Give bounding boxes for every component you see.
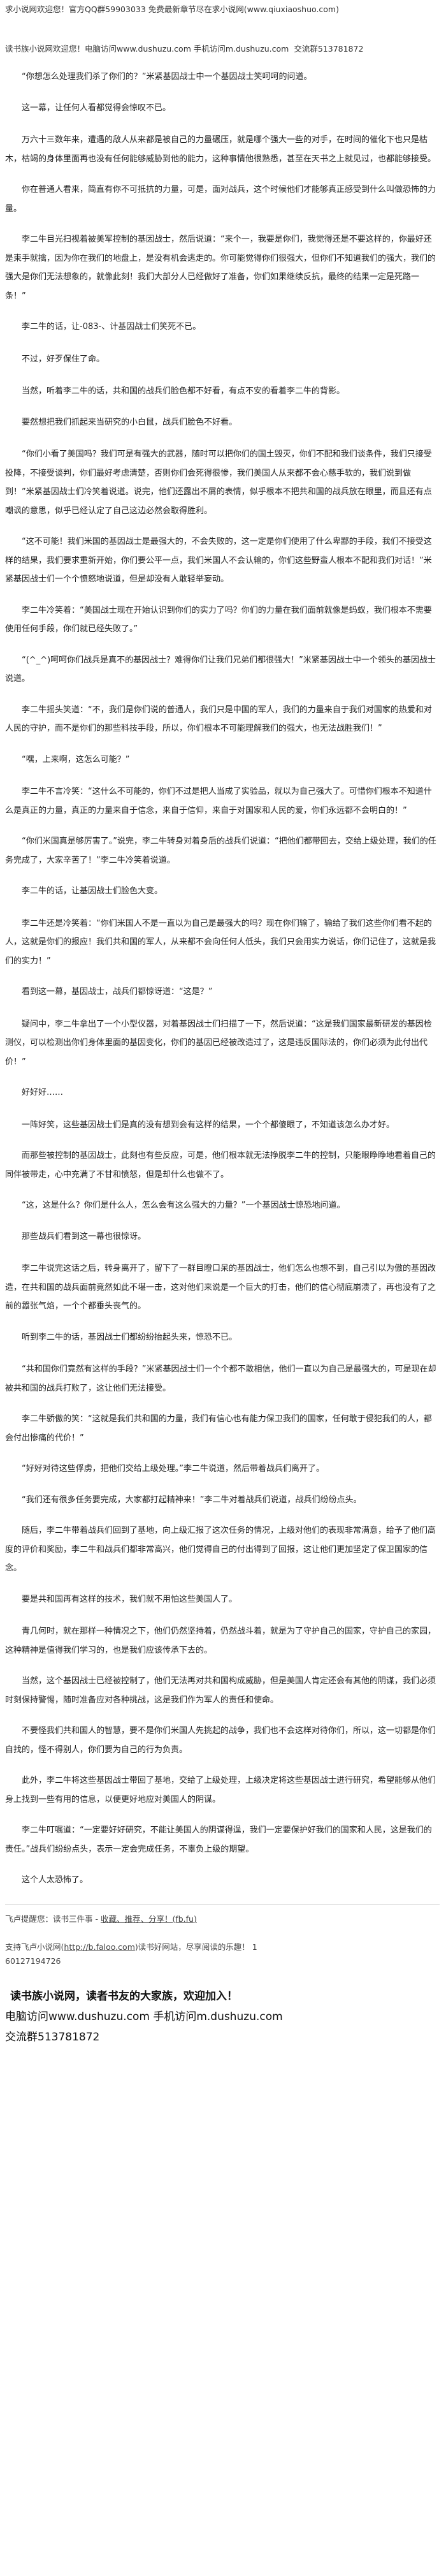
support-suffix: )读书好网站，尽享阅读的乐趣！ 1 <box>134 1942 257 1952</box>
paragraph: 疑问中，李二牛拿出了一个小型仪器，对着基因战士们扫描了一下，然后说道：“这是我们… <box>5 1019 432 1067</box>
paragraph: “我们还有很多任务要完成，大家都打起精神来！”李二牛对着战兵们说道，战兵们纷纷点… <box>22 1495 362 1505</box>
paragraph: 李二牛骄傲的笑：“这就是我们共和国的力量，我们有信心也有能力保卫我们的国家，任何… <box>5 1414 432 1443</box>
paragraph: 李二牛目光扫视着被美军控制的基因战士，然后说道：“来个一，我要是你们，我觉得还是… <box>5 235 436 301</box>
mobile-url-link[interactable]: m.dushuzu.com <box>196 2010 283 2023</box>
paragraph: 李二牛还是冷笑着：“你们米国人不是一直以为自己是最强大的吗？现在你们输了，输给了… <box>5 918 436 966</box>
paragraph: 听到李二牛的话，基因战士们都纷纷抬起头来，惊恐不已。 <box>22 1332 238 1342</box>
paragraph: 李二牛冷笑着：“美国战士现在开始认识到你们的实力了吗？你们的力量在我们面前就像是… <box>5 605 432 634</box>
paragraph: “嘿，上来啊，这怎么可能？” <box>22 754 130 765</box>
site-header: 读书族小说网欢迎您！电脑访问www.dushuzu.com 手机访问m.dush… <box>5 43 440 55</box>
paragraph: 不过，好歹保住了命。 <box>22 354 105 364</box>
paragraph: “这，这是什么？你们是什么人，怎么会有这么强大的力量？”一个基因战士惊恐地问道。 <box>22 1201 345 1210</box>
paragraph: 李二牛摇头笑道：“不，我们是你们说的普通人，我们只是中国的军人，我们的力量来自于… <box>5 705 432 734</box>
paragraph: 而那些被控制的基因战士，此刻也有些反应，可是，他们根本就无法挣脱李二牛的控制，只… <box>5 1151 436 1180</box>
qq-group-text: 交流群513781872 <box>294 44 364 54</box>
promo-banner: 求小说网欢迎您！官方QQ群59903033 免费最新章节尽在求小说网(www.q… <box>5 4 339 14</box>
paragraph: “好好对待这些俘虏，把他们交给上级处理。”李二牛说道，然后带着战兵们离开了。 <box>22 1464 324 1474</box>
paragraph: 此外，李二牛将这些基因战士带回了基地，交给了上级处理，上级决定将这些基因战士进行… <box>5 1776 436 1804</box>
mobile-label: 手机访问 <box>149 2010 197 2023</box>
paragraph: 万六十三数年来，遭遇的敌人从来都是被自己的力量碾压，就是哪个强大一些的对手，在时… <box>5 135 436 164</box>
paragraph: “(^_^)呵呵你们战兵是真不的基因战士？难得你们让我们兄弟们都很强大！”米紧基… <box>5 655 436 684</box>
reminder-link[interactable]: 收藏、推荐、分享！(fb.fu) <box>100 1914 197 1924</box>
footer-qq-group: 交流群513781872 <box>5 2030 100 2044</box>
paragraph: 李二牛的话，让-083-、计基因战士们笑死不已。 <box>22 322 201 332</box>
reminder-text: 飞卢提醒您：读书三件事 - <box>5 1914 101 1924</box>
paragraph: 那些战兵们看到这一幕也很惊讶。 <box>22 1231 147 1241</box>
paragraph: 这一幕，让任何人看都觉得会惊叹不已。 <box>22 103 171 113</box>
site-slogan: 读书族小说网，读者书友的大家族，欢迎加入！ <box>10 1989 238 2003</box>
support-number: 60127194726 <box>5 1956 61 1966</box>
paragraph: “这不可能！我们米国的基因战士是最强大的，不会失败的，这一定是你们使用了什么卑鄙… <box>5 537 432 584</box>
support-prefix: 支持飞卢小说网( <box>5 1942 64 1952</box>
paragraph: 当然，这个基因战士已经被控制了，他们无法再对共和国构成威胁，但是美国人肯定还会有… <box>5 1676 436 1705</box>
paragraph: 青几何时，就在那样一种情况之下，他们仍然坚持着，仍然战斗着，就是为了守护自己的国… <box>5 1627 436 1655</box>
site-access-line: 电脑访问www.dushuzu.com 手机访问m.dushuzu.com <box>5 2007 440 2027</box>
divider <box>5 1903 440 1905</box>
paragraph: 李二牛叮嘱道：“一定要好好研究，不能让美国人的阴谋得逞，我们一定要保护好我们的国… <box>5 1826 432 1854</box>
paragraph: “你想怎么处理我们杀了你们的？”米紧基因战士中一个基因战士笑呵呵的问道。 <box>22 72 312 82</box>
reading-reminder: 飞卢提醒您：读书三件事 - 收藏、推荐、分享！(fb.fu) <box>5 1912 440 1926</box>
pc-url-link[interactable]: www.dushuzu.com <box>48 2010 150 2023</box>
paragraph: “你们小看了美国吗？我们可是有强大的武器，随时可以把你们的国土毁灭，你们不配和我… <box>5 450 432 516</box>
support-site-link[interactable]: http://b.faloo.com <box>64 1942 135 1952</box>
site-footer: 读书族小说网，读者书友的大家族，欢迎加入！ 电脑访问www.dushuzu.co… <box>5 1986 440 2047</box>
paragraph: “共和国你们竟然有这样的手段？”米紧基因战士们一个个都不敢相信，他们一直以为自己… <box>5 1365 436 1393</box>
paragraph: 要然想把我们抓起来当研究的小白鼠，战兵们脸色不好看。 <box>22 417 238 427</box>
paragraph: 不要怪我们共和国人的智慧，要不是你们米国人先挑起的战争，我们也不会这样对待你们，… <box>5 1726 436 1755</box>
paragraph: 好好好…… <box>22 1088 64 1097</box>
paragraph: 李二牛的话，让基因战士们脸色大变。 <box>22 886 163 896</box>
paragraph: 看到这一幕，基因战士，战兵们都惊讶道：“这是？” <box>22 987 213 997</box>
site-header-text: 读书族小说网欢迎您！电脑访问www.dushuzu.com 手机访问m.dush… <box>5 44 289 54</box>
support-line: 支持飞卢小说网(http://b.faloo.com)读书好网站，尽享阅读的乐趣… <box>5 1940 440 1968</box>
pc-label: 电脑访问 <box>5 2010 48 2023</box>
paragraph: 这个人太恐怖了。 <box>22 1875 89 1885</box>
chapter-content: “你想怎么处理我们杀了你们的？”米紧基因战士中一个基因战士笑呵呵的问道。这一幕，… <box>5 68 440 1890</box>
paragraph: 你在普通人看来，简直有你不可抵抗的力量，可是，面对战兵，这个时候他们才能够真正感… <box>5 185 436 214</box>
paragraph: 一阵好笑，这些基因战士们是真的没有想到会有这样的结果，一个个都傻眼了，不知道该怎… <box>22 1120 395 1130</box>
paragraph: “你们米国真是够厉害了。”说完，李二牛转身对着身后的战兵们说道：“把他们都带回去… <box>5 837 436 865</box>
paragraph: 李二牛说完这话之后，转身离开了，留下了一群目瞪口呆的基因战士，他们怎么也想不到，… <box>5 1264 436 1311</box>
paragraph: 李二牛不言冷笑：“这什么不可能的，你们不过是把人当成了实验品，就以为自己强大了。… <box>5 787 432 816</box>
paragraph: 要是共和国再有这样的技术，我们就不用怕这些美国人了。 <box>22 1594 238 1604</box>
paragraph: 随后，李二牛带着战兵们回到了基地，向上级汇报了这次任务的情况，上级对他们的表现非… <box>5 1526 436 1573</box>
paragraph: 当然，听着李二牛的话，共和国的战兵们脸色都不好看，有点不安的看着李二牛的背影。 <box>22 386 345 396</box>
